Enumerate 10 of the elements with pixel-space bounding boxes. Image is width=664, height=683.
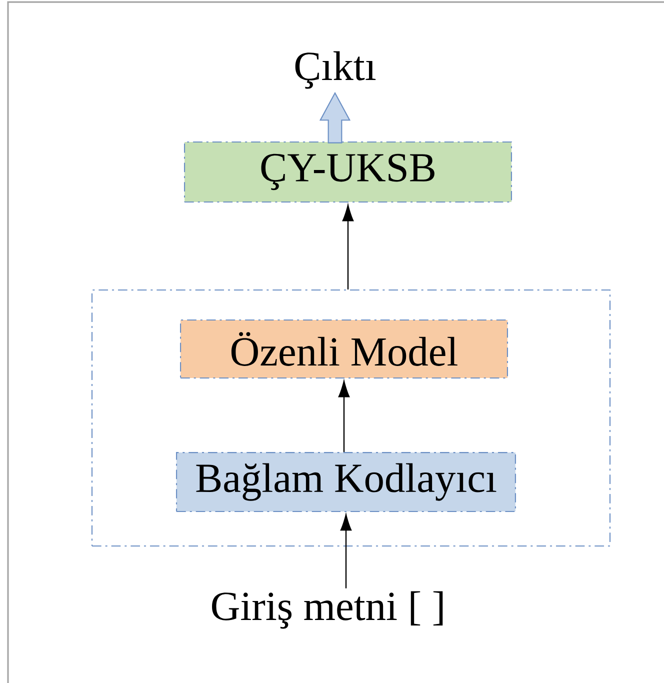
group-frame: [91, 289, 611, 547]
text-label: Giriş metni [ ]: [212, 591, 443, 629]
text-label: Çıktı: [295, 51, 376, 89]
arrow: [340, 514, 352, 588]
process-box: Bağlam Kodlayıcı: [176, 452, 516, 512]
arrow: [342, 204, 354, 290]
block-arrow: [319, 92, 351, 144]
arrow: [338, 380, 350, 452]
process-box: ÇY-UKSB: [184, 141, 512, 203]
process-box: Özenli Model: [180, 319, 508, 379]
